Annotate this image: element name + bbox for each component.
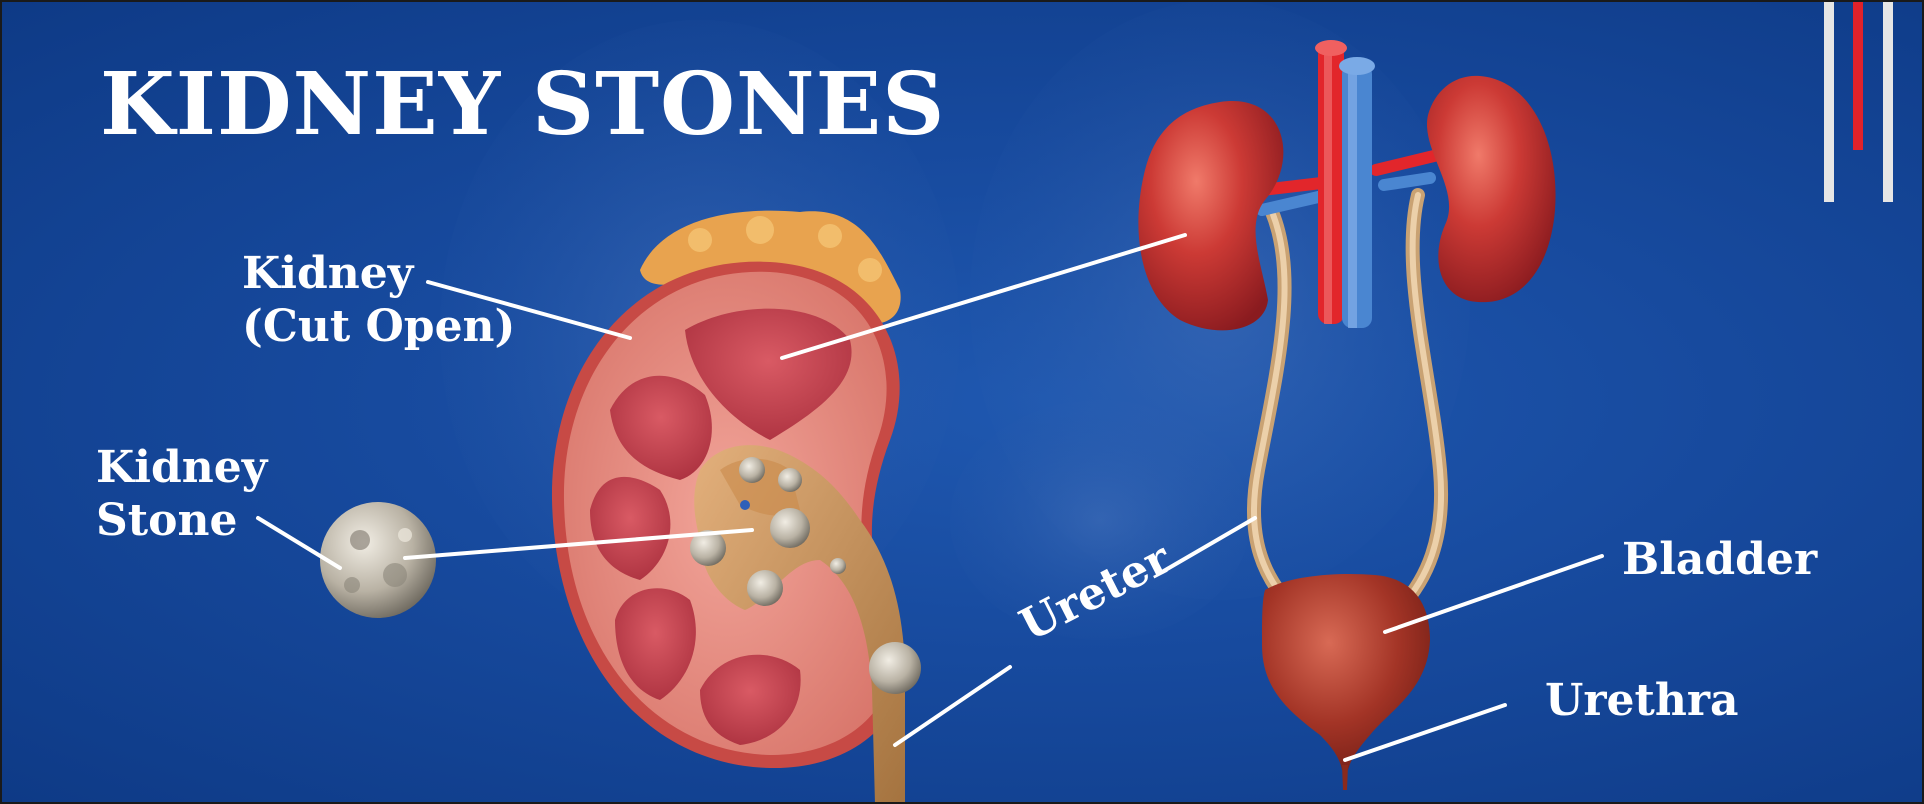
label-kidney-cut-open-line-1: Kidney	[242, 248, 414, 299]
label-pointer-lines	[256, 233, 1604, 762]
kidney-stone-specimen	[320, 502, 436, 618]
label-kidney-cut-open: Kidney (Cut Open)	[242, 248, 515, 354]
kidney-cross-section	[551, 210, 921, 804]
accent-bar-red	[1853, 0, 1863, 150]
label-bladder: Bladder	[1622, 534, 1818, 585]
label-kidney-stone-line-2: Stone	[96, 494, 238, 546]
accent-bar-white-2	[1883, 0, 1893, 202]
accent-bar-white-1	[1824, 0, 1834, 202]
pointer-kidney-cut-open	[426, 280, 632, 340]
pointer-bladder	[1383, 554, 1604, 634]
label-urethra: Urethra	[1545, 675, 1739, 726]
pointer-kidney-pyramid	[780, 233, 1187, 360]
pointer-urethra	[1343, 703, 1507, 762]
label-kidney-stone-line-1: Kidney	[96, 442, 268, 493]
urinary-system	[1138, 40, 1556, 790]
page-title: KIDNEY STONES	[100, 54, 946, 155]
pointer-ureter-left	[893, 665, 1012, 747]
label-kidney-stone: Kidney Stone	[96, 442, 267, 548]
label-kidney-cut-open-line-2: (Cut Open)	[242, 300, 516, 352]
pointer-stone-specimen	[256, 516, 342, 570]
pointer-stone-in-kidney	[403, 528, 754, 560]
pointer-ureter-right	[1160, 516, 1257, 574]
